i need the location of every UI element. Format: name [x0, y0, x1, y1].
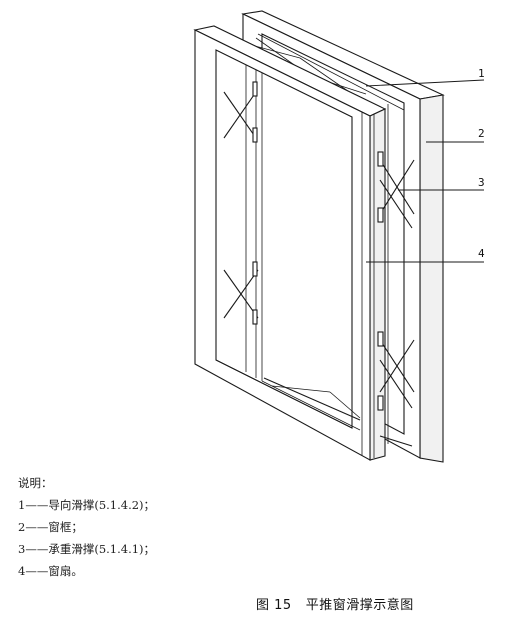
window-sash — [193, 25, 387, 461]
legend-notes: 说明： 1——导向滑撑(5.1.4.2)； 2——窗框； 3——承重滑撑(5.1… — [18, 472, 318, 582]
window-diagram: 1 2 3 4 — [193, 10, 485, 463]
callout-1: 1 — [478, 67, 485, 80]
legend-item: 3——承重滑撑(5.1.4.1)； — [18, 538, 318, 560]
legend-text: 窗扇。 — [48, 564, 83, 578]
figure-title: 平推窗滑撑示意图 — [305, 598, 414, 613]
legend-item: 4——窗扇。 — [18, 560, 318, 582]
callout-4: 4 — [478, 247, 485, 260]
legend-item: 2——窗框； — [18, 516, 318, 538]
legend-dash: —— — [25, 520, 49, 534]
figure-caption: 图 15 平推窗滑撑示意图 — [256, 594, 414, 613]
legend-item: 1——导向滑撑(5.1.4.2)； — [18, 494, 318, 516]
legend-num: 2 — [18, 520, 26, 534]
bottom-stay — [263, 377, 413, 447]
legend-num: 1 — [18, 498, 26, 512]
callout-2: 2 — [478, 127, 485, 140]
callout-3: 3 — [478, 176, 485, 189]
legend-text: 承重滑撑(5.1.4.1)； — [48, 542, 156, 556]
legend-text: 窗框； — [48, 520, 83, 534]
legend-text: 导向滑撑(5.1.4.2)； — [48, 498, 156, 512]
left-stays — [223, 81, 259, 325]
leader-lines — [365, 79, 485, 263]
legend-title: 说明： — [18, 476, 53, 490]
legend-num: 3 — [18, 542, 26, 556]
legend-num: 4 — [18, 564, 26, 578]
legend-dash: —— — [25, 542, 49, 556]
legend-list: 1——导向滑撑(5.1.4.2)； 2——窗框； 3——承重滑撑(5.1.4.1… — [18, 494, 318, 582]
legend-dash: —— — [25, 564, 49, 578]
figure-number: 图 15 — [256, 598, 292, 613]
bearing-stays — [377, 151, 415, 411]
legend-dash: —— — [25, 498, 49, 512]
